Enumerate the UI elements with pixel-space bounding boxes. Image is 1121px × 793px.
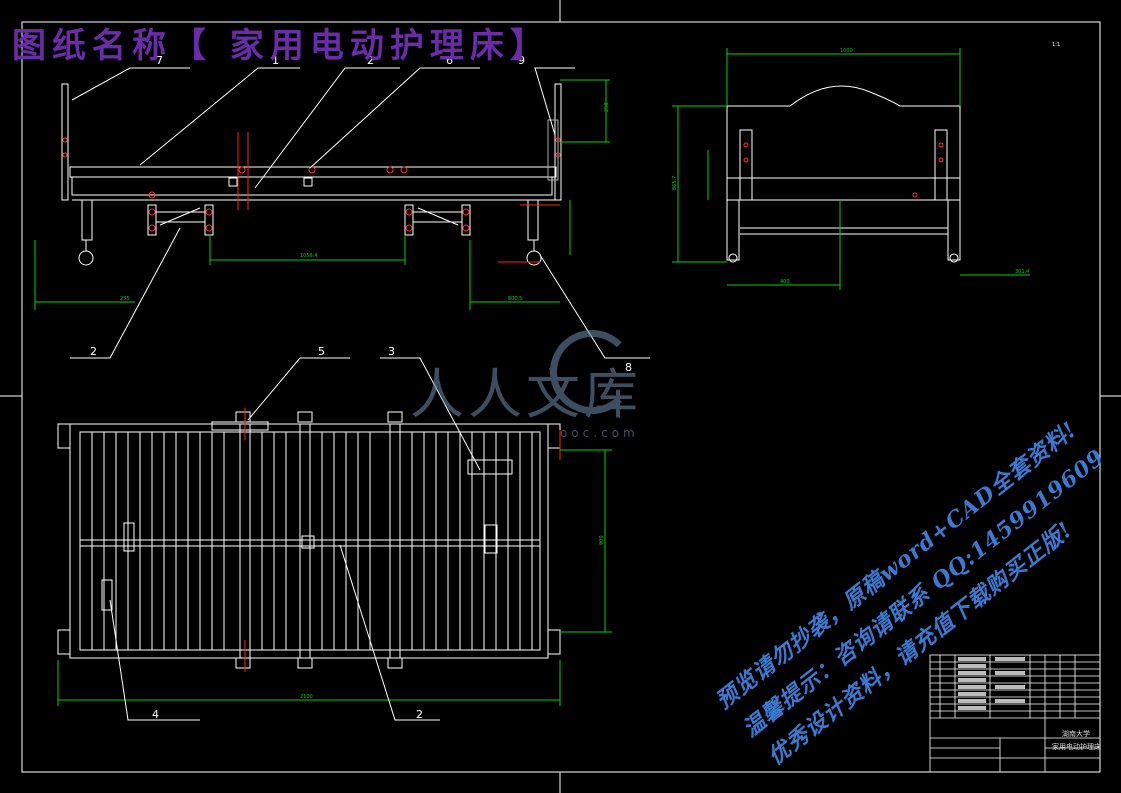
- title-block-fill: [958, 657, 1025, 710]
- balloon-5: 5: [318, 345, 325, 358]
- svg-text:1000: 1000: [840, 48, 853, 54]
- balloon-3: 3: [388, 345, 395, 358]
- svg-text:235: 235: [120, 296, 130, 302]
- front-view-dimensions: [34, 79, 610, 310]
- title-block-drawing-name: 家用电动护理床: [1052, 743, 1101, 751]
- title-block: [929, 654, 1101, 773]
- watermark-logo-url: ooc.com: [560, 426, 639, 440]
- top-view-slats: [91, 432, 533, 650]
- svg-text:1056.4: 1056.4: [300, 253, 318, 259]
- svg-text:301.4: 301.4: [1015, 269, 1029, 275]
- balloons: 7 1 2 6 9 2 8 5 3 4 2: [90, 54, 632, 721]
- svg-text:250: 250: [604, 102, 610, 112]
- balloon-4: 4: [152, 708, 159, 721]
- scale-note: 1:1: [1052, 42, 1060, 48]
- balloon-9: 9: [518, 54, 525, 67]
- balloon-2-bottom: 2: [416, 708, 423, 721]
- top-view-dim-text: 2100 900: [300, 535, 605, 700]
- front-view-centerlines: [237, 132, 560, 263]
- top-view-dimensions: [57, 449, 612, 706]
- front-view: [61, 83, 562, 266]
- side-view-dim-text: 1000 865.7 400 301.4: [672, 48, 1029, 285]
- svg-text:865.7: 865.7: [672, 176, 678, 190]
- watermark-logo-text: 人人文库: [410, 363, 642, 426]
- svg-text:2100: 2100: [300, 694, 313, 700]
- balloon-7: 7: [156, 54, 163, 67]
- top-view: [57, 411, 561, 669]
- balloon-6: 6: [446, 54, 453, 67]
- top-view-centerlines: [244, 408, 561, 672]
- side-view-dimensions: [672, 48, 1030, 290]
- front-view-holes: [62, 137, 561, 232]
- balloon-2-left: 2: [90, 345, 97, 358]
- side-view-holes: [743, 142, 944, 198]
- side-view: [726, 85, 961, 263]
- balloon-1: 1: [272, 54, 279, 67]
- balloon-2-top: 2: [367, 54, 374, 67]
- drawing-title-banner: 图纸名称【 家用电动护理床】: [12, 26, 550, 66]
- front-view-dim-text: 235 1056.4 800.5 250: [120, 102, 610, 302]
- title-block-school: 湖南大学: [1062, 730, 1090, 738]
- svg-text:400: 400: [780, 279, 790, 285]
- watermark-logo: 人人文库 ooc.com: [410, 330, 700, 450]
- svg-text:900: 900: [599, 535, 605, 545]
- svg-text:800.5: 800.5: [508, 296, 522, 302]
- watermark-ring-icon: [550, 330, 634, 414]
